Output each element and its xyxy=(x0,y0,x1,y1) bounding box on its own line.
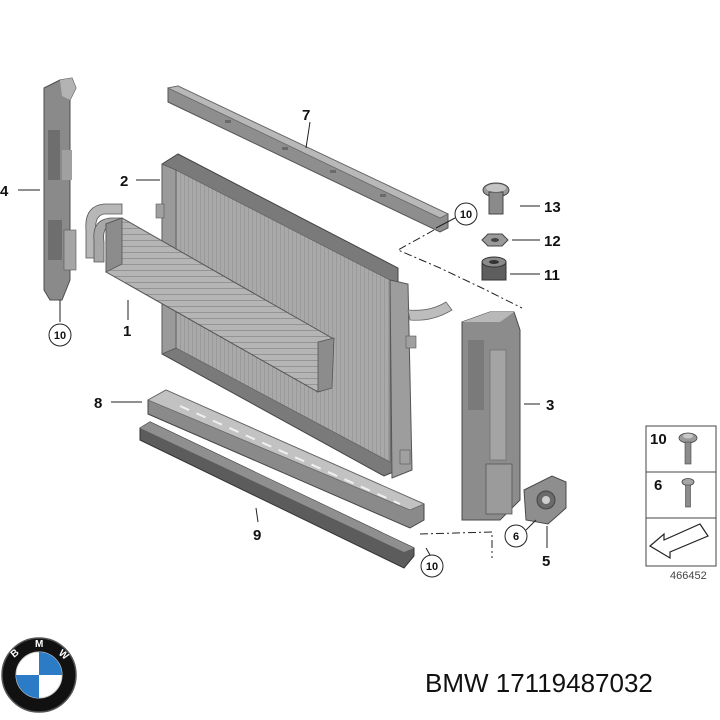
screw-icon xyxy=(681,478,695,508)
oil-cooler-part xyxy=(85,203,335,393)
legend-item-6: 6 xyxy=(654,477,662,494)
callout-11: 11 xyxy=(544,267,560,284)
svg-text:M: M xyxy=(35,639,43,650)
callout-3: 3 xyxy=(546,397,554,414)
callout-2: 2 xyxy=(120,173,128,190)
leader-lines xyxy=(18,121,548,548)
legend-item-10: 10 xyxy=(650,431,667,448)
callout-1: 1 xyxy=(123,323,131,340)
holder-part xyxy=(523,475,567,525)
top-cover-part xyxy=(166,85,449,233)
right-bracket-part xyxy=(461,311,521,521)
callout-13: 13 xyxy=(544,199,561,216)
circled-callout-6: 6 xyxy=(504,519,537,548)
callout-7: 7 xyxy=(302,107,310,124)
grommet-part xyxy=(481,256,507,281)
left-bracket-part xyxy=(43,77,77,301)
callout-5: 5 xyxy=(542,553,550,570)
lower-air-guide-part xyxy=(147,389,426,529)
callout-4: 4 xyxy=(0,183,9,200)
diagram-id: 466452 xyxy=(670,570,707,582)
callout-12: 12 xyxy=(544,233,561,250)
position-lines xyxy=(396,229,523,558)
circled-callout-10-left: 10 xyxy=(48,323,72,347)
bmw-logo: B M W xyxy=(1,637,77,713)
callout-8: 8 xyxy=(94,395,102,412)
callout-9: 9 xyxy=(253,527,261,544)
plug-part xyxy=(482,182,510,215)
circled-callout-10-bottom: 10 xyxy=(420,547,444,578)
svg-text:10: 10 xyxy=(460,209,472,221)
part-number-caption: BMW 17119487032 xyxy=(425,668,653,698)
fastener-legend: 10 6 xyxy=(645,425,717,567)
flange-bolt-icon xyxy=(678,432,698,465)
svg-text:6: 6 xyxy=(513,531,519,543)
bottom-seal-part xyxy=(139,421,415,569)
circled-callout-10-right: 10 xyxy=(435,202,478,229)
svg-text:10: 10 xyxy=(54,330,66,342)
svg-text:10: 10 xyxy=(426,561,438,573)
arrow-icon xyxy=(648,523,709,560)
nut-part xyxy=(481,233,509,247)
